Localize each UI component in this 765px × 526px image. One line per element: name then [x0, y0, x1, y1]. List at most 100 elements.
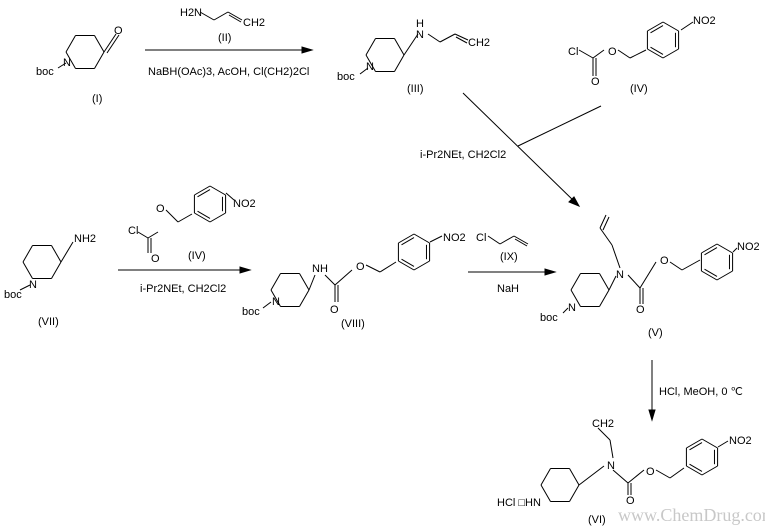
bond [701, 465, 718, 476]
arrow-step2 [462, 92, 577, 204]
bond [617, 49, 631, 59]
atom-O: O [356, 261, 365, 273]
arrowhead-icon [301, 46, 314, 54]
atom-Cl: Cl [568, 46, 578, 58]
compound-label-III: (III) [407, 83, 424, 95]
watermark: www.ChemDrug.com [618, 505, 765, 525]
bond [197, 210, 211, 219]
bond [413, 260, 430, 271]
atom-Cl: Cl [128, 225, 138, 237]
atom-O: O [636, 304, 645, 316]
bond [592, 49, 605, 59]
bond [689, 442, 703, 451]
boc-label: boc [242, 306, 260, 318]
bond [403, 33, 419, 56]
bond [662, 48, 679, 59]
compound-label-VII: (VII) [38, 316, 59, 328]
atom-N: N [607, 460, 615, 472]
bond [209, 212, 226, 223]
compound-label-VI: (VI) [588, 514, 606, 526]
bond [22, 245, 33, 263]
bond [401, 258, 415, 267]
bond [562, 307, 569, 314]
atom-N: N [366, 61, 374, 73]
bond [612, 469, 629, 484]
bond [394, 54, 405, 72]
bond [717, 440, 729, 448]
bond [394, 38, 405, 56]
bond [599, 227, 613, 246]
atom-NO2: NO2 [443, 232, 466, 244]
bond [94, 51, 105, 69]
atom-O: O [151, 253, 160, 265]
atom-NO2: NO2 [693, 15, 716, 27]
bond [639, 261, 657, 289]
bond [689, 463, 703, 472]
atom-CH2: CH2 [243, 17, 265, 29]
bond [429, 235, 443, 243]
bond [270, 273, 281, 291]
bond [609, 439, 614, 459]
bond [299, 273, 310, 291]
bond [597, 427, 611, 441]
compound-label-IV: (IV) [630, 83, 648, 95]
bond [225, 192, 235, 201]
atom-N: N [616, 269, 624, 281]
bond [22, 261, 33, 279]
bond [299, 289, 310, 307]
bond [147, 231, 159, 239]
atom-N: N [63, 57, 71, 69]
atom-NO2: NO2 [233, 198, 256, 210]
bond [629, 49, 647, 59]
reaction-arrows [118, 46, 656, 422]
bond [401, 237, 415, 246]
bond [57, 62, 67, 69]
atom-O: O [608, 46, 617, 58]
bond [701, 270, 718, 281]
arrowhead-icon [544, 268, 557, 276]
atom-O: O [114, 25, 123, 37]
bond [106, 34, 120, 54]
bond [578, 465, 605, 486]
bond [599, 273, 610, 291]
bond [209, 185, 226, 196]
bond [662, 21, 679, 32]
bond [199, 11, 215, 21]
bond [499, 235, 515, 245]
boc-label: boc [337, 71, 355, 83]
atom-CH2: CH2 [592, 418, 614, 430]
bond [686, 438, 703, 449]
bond [514, 238, 528, 247]
bond [701, 243, 718, 254]
bond [686, 465, 703, 476]
bond [599, 289, 610, 307]
salt-HCl-HN: HCl □HN [497, 497, 541, 509]
bond [578, 49, 594, 59]
atom-O: O [591, 76, 600, 88]
bond [51, 261, 62, 279]
atom-NO2: NO2 [729, 435, 752, 447]
bond [262, 301, 272, 309]
atom-CH2: CH2 [468, 37, 490, 49]
bond [365, 54, 376, 72]
bond [194, 185, 211, 196]
reagent-step1: NaBH(OAc)3, AcOH, Cl(CH2)2Cl [148, 66, 309, 78]
bond [732, 247, 738, 253]
atom-Cl: Cl [476, 232, 486, 244]
atom-NH: NH [312, 263, 328, 275]
bond [177, 213, 193, 223]
compound-label-VIII: (VIII) [341, 318, 365, 330]
bond [701, 438, 718, 449]
atom-N: N [568, 302, 576, 314]
compound-label-IX: (IX) [500, 251, 518, 263]
bond [602, 216, 610, 231]
bond [611, 244, 621, 269]
bond [94, 35, 105, 53]
boc-label: boc [36, 66, 54, 78]
reagent-step2: i-Pr2NEt, CH2Cl2 [420, 149, 506, 161]
atom-O: O [660, 255, 669, 267]
bond [704, 268, 718, 277]
atom-H2N: H2N [180, 7, 202, 19]
atom-O: O [646, 466, 655, 478]
